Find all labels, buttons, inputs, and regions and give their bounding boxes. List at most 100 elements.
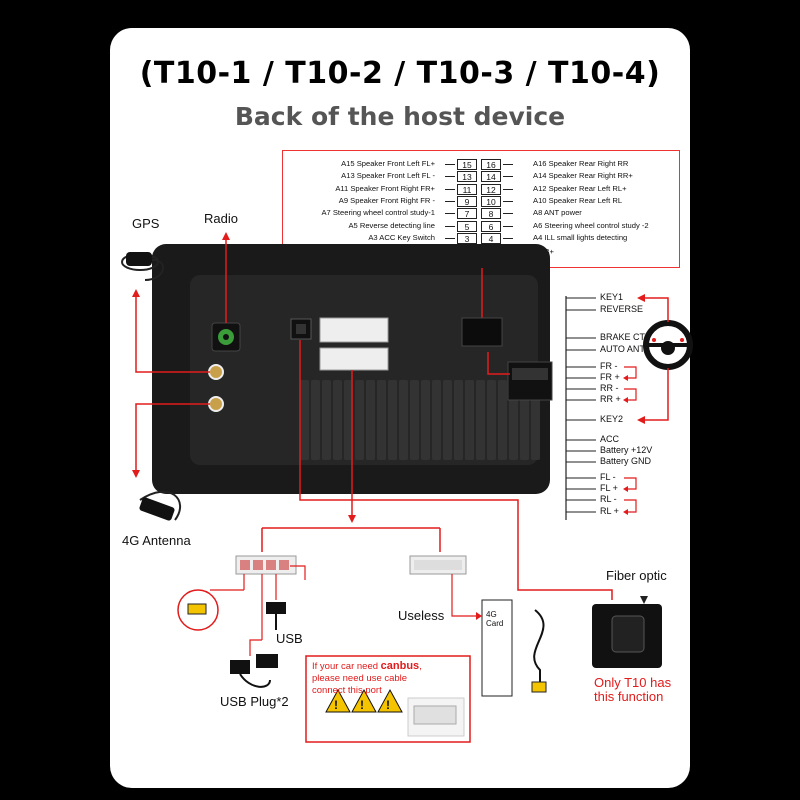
- usb-harness-port-icon: [319, 317, 389, 371]
- heatsink-fin: [410, 380, 419, 460]
- heatsink-fin: [399, 380, 408, 460]
- pin-right-label: A16 Speaker Rear Right RR: [533, 159, 629, 168]
- antenna-4g-icon: [139, 490, 181, 521]
- fiber-optic-module-icon: [592, 604, 662, 668]
- pin-left-tick: [445, 164, 455, 165]
- pin-left-tick: [445, 200, 455, 202]
- usb-plug-icon: [230, 654, 278, 688]
- canbus-note: If your car need canbus, please need use…: [312, 660, 422, 696]
- pin-left-label: A9 Speaker Front Right FR -: [338, 195, 435, 205]
- harness-wire-label: ACC: [600, 434, 620, 444]
- pin-number: 11: [457, 183, 477, 195]
- harness-wire-label: REVERSE: [600, 304, 644, 314]
- heatsink-fin: [355, 380, 364, 460]
- harness-wire-label: RL +: [600, 506, 619, 516]
- pin-right-label: A10 Speaker Rear Left RL: [533, 195, 623, 205]
- steering-wheel-icon: [643, 320, 693, 370]
- pin-right-label: A12 Speaker Rear Left RL+: [533, 183, 627, 193]
- only-t10-label: Only T10 has this function: [594, 675, 672, 704]
- pin-left-label: A3 ACC Key Switch: [368, 232, 435, 242]
- pin-number: 4: [481, 232, 501, 244]
- pin-number: 12: [481, 183, 501, 195]
- usb-plug-label: USB Plug*2: [220, 694, 289, 709]
- heatsink-fin: [322, 380, 331, 460]
- pin-number: 9: [457, 195, 477, 207]
- pin-right-tick: [503, 188, 513, 190]
- antenna-4g-connector-icon: [208, 396, 224, 412]
- harness-wire-label: FR +: [600, 372, 620, 382]
- warning-icon-2: !: [351, 688, 377, 713]
- harness-wire-label: RL -: [600, 494, 617, 504]
- harness-wire-label: RR -: [600, 383, 619, 393]
- pin-right-tick: [503, 200, 513, 202]
- pin-left-label: A11 Speaker Front Right FR+: [335, 183, 435, 193]
- harness-wire-label: Battery +12V: [600, 445, 653, 455]
- heatsink-fin: [498, 380, 507, 460]
- svg-text:!: !: [386, 698, 390, 712]
- pin-right-label: A14 Speaker Rear Right RR+: [533, 171, 633, 181]
- pin-right-label: A6 Steering wheel control study -2: [533, 220, 649, 230]
- camera-input-icon: [177, 589, 219, 631]
- pin-right-tick: [503, 164, 513, 165]
- pin-number: 10: [481, 195, 501, 207]
- heatsink-fin: [454, 380, 463, 460]
- main-harness-port-icon: [461, 317, 503, 347]
- heatsink-fin: [487, 380, 496, 460]
- pin-left-label: A13 Speaker Front Left FL -: [341, 171, 435, 181]
- main-harness-plug-icon: [507, 361, 553, 401]
- pin-number: 14: [481, 171, 501, 183]
- radio-label: Radio: [204, 211, 238, 226]
- harness-wire-label: FL -: [600, 472, 616, 482]
- pin-number: 13: [457, 171, 477, 183]
- page-title: (T10-1 / T10-2 / T10-3 / T10-4): [139, 56, 661, 91]
- usb-label: USB: [276, 631, 303, 646]
- pin-left-tick: [445, 225, 455, 227]
- useless-connector-icon: [409, 555, 467, 575]
- heatsink-fin: [531, 380, 540, 460]
- pin-number: 7: [457, 208, 477, 220]
- pin-row: A11 Speaker Front Right FR+ 11 12 A12 Speak…: [283, 183, 681, 196]
- heatsink-fin: [300, 380, 309, 460]
- pin-left-tick: [445, 176, 455, 178]
- pin-left-label: A7 Steering wheel control study-1: [321, 208, 435, 218]
- pin-row: A13 Speaker Front Left FL - 13 14 A14 Speak…: [283, 171, 681, 183]
- heatsink-fin: [377, 380, 386, 460]
- heatsink-fin: [333, 380, 342, 460]
- fiber-optic-port-icon: [290, 318, 312, 340]
- harness-wire-label: Battery GND: [600, 456, 652, 466]
- harness-wire-label: BRAKE CTL: [600, 332, 651, 342]
- svg-text:!: !: [360, 698, 364, 712]
- pin-number: 6: [481, 220, 501, 232]
- pin-number: 16: [481, 159, 501, 170]
- gps-label: GPS: [132, 216, 160, 231]
- pin-right-label: A4 ILL small lights detecting: [533, 232, 628, 242]
- useless-label: Useless: [398, 608, 445, 623]
- card-4g-cable-icon: [531, 609, 547, 693]
- radio-port-icon: [211, 322, 241, 352]
- usb-harness-connector-icon: [235, 555, 297, 575]
- heatsink-fin: [465, 380, 474, 460]
- pin-right-tick: [503, 213, 513, 215]
- heatsink-fin: [509, 380, 518, 460]
- pin-left-label: A15 Speaker Front Left FL+: [341, 159, 435, 168]
- pin-number: 8: [481, 208, 501, 220]
- harness-wire-label: FR -: [600, 361, 618, 371]
- heatsink-fin: [421, 380, 430, 460]
- heatsink-fin: [443, 380, 452, 460]
- card-4g-label: 4G Card: [486, 610, 504, 628]
- pin-left-label: A5 Reverse detecting line: [348, 220, 435, 230]
- harness-wire-label: RR +: [600, 394, 621, 404]
- pin-left-tick: [445, 188, 455, 190]
- card-4g-box: [481, 599, 513, 697]
- pin-left-tick: [445, 237, 455, 239]
- pin-right-label: A8 ANT power: [533, 208, 582, 218]
- usb-icon: [266, 602, 286, 630]
- harness-wire-label: KEY1: [600, 292, 624, 302]
- pin-left-tick: [445, 213, 455, 215]
- heatsink-fin: [388, 380, 397, 460]
- warning-icon: !: [325, 688, 351, 713]
